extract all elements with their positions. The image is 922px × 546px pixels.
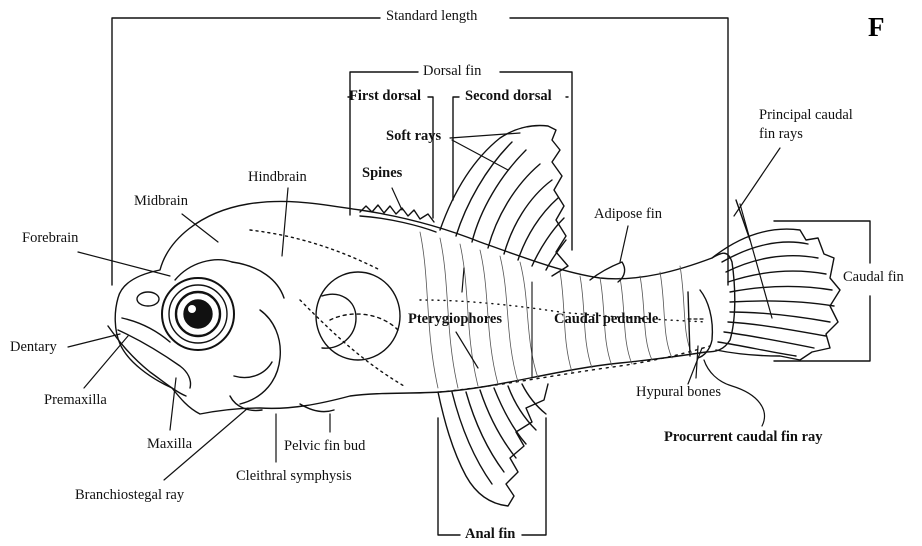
label-soft-rays: Soft rays bbox=[386, 129, 441, 144]
first-dorsal-bracket bbox=[348, 97, 433, 218]
anal-fin-bracket bbox=[438, 418, 546, 535]
label-pelvic-fin-bud: Pelvic fin bud bbox=[284, 439, 365, 454]
label-forebrain: Forebrain bbox=[22, 231, 78, 246]
label-maxilla: Maxilla bbox=[147, 437, 192, 452]
anal-fin bbox=[438, 384, 548, 506]
label-caudal-fin: Caudal fin bbox=[843, 270, 904, 285]
pectoral-fin-base bbox=[316, 272, 400, 360]
panel-letter: F bbox=[868, 12, 885, 43]
nostril bbox=[137, 292, 159, 306]
myomeres bbox=[420, 232, 692, 388]
label-first-dorsal: First dorsal bbox=[349, 89, 421, 104]
label-spines: Spines bbox=[362, 166, 402, 181]
label-second-dorsal: Second dorsal bbox=[465, 89, 552, 104]
second-dorsal-bracket bbox=[453, 97, 459, 200]
label-hindbrain: Hindbrain bbox=[248, 170, 307, 185]
label-dorsal-fin: Dorsal fin bbox=[423, 64, 481, 79]
eye bbox=[162, 278, 234, 350]
label-branchiostegal-ray: Branchiostegal ray bbox=[75, 488, 184, 503]
dorsal-spines bbox=[360, 205, 436, 232]
label-procurrent-caudal-fin-ray: Procurrent caudal fin ray bbox=[664, 430, 823, 445]
label-midbrain: Midbrain bbox=[134, 194, 188, 209]
label-hypural-bones: Hypural bones bbox=[636, 385, 721, 400]
label-caudal-peduncle: Caudal peduncle bbox=[554, 312, 658, 327]
label-principal-caudal-fin-rays: Principal caudal fin rays bbox=[759, 106, 853, 144]
standard-length-bracket bbox=[112, 18, 728, 285]
label-anal-fin: Anal fin bbox=[465, 527, 515, 542]
label-premaxilla: Premaxilla bbox=[44, 393, 107, 408]
label-standard-length: Standard length bbox=[386, 9, 477, 24]
second-dorsal-fin bbox=[440, 126, 568, 277]
leader-lines bbox=[68, 133, 780, 480]
label-pterygiophores: Pterygiophores bbox=[408, 312, 502, 327]
label-adipose-fin: Adipose fin bbox=[594, 207, 662, 222]
label-cleithral-symphysis: Cleithral symphysis bbox=[236, 469, 352, 484]
label-dentary: Dentary bbox=[10, 340, 57, 355]
